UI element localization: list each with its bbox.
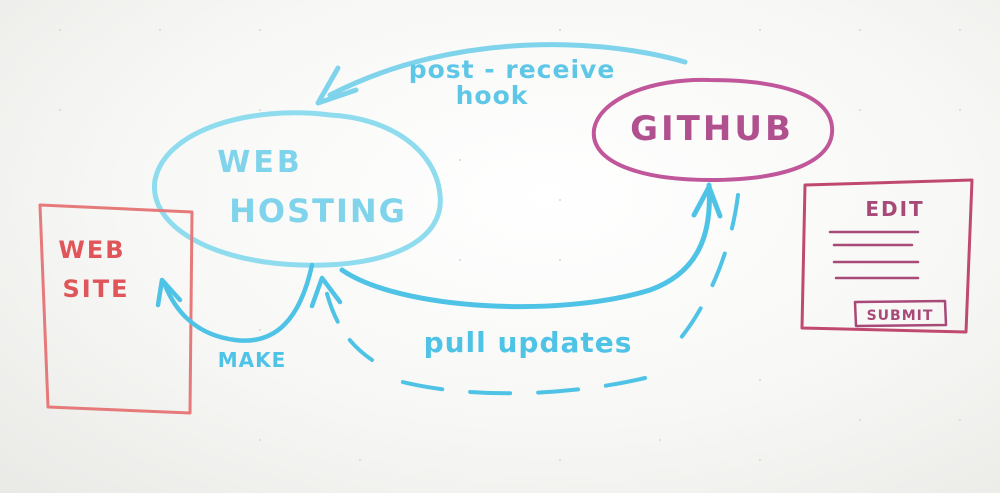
github-node: GITHUB [591,77,835,182]
edit-form-node: EDIT SUBMIT [800,178,974,334]
push-arrowhead [691,184,723,219]
post-receive-hook-edge: post - receive hook [315,42,688,110]
web-site-node: WEB SITE [38,203,194,415]
make-arrowhead [155,277,183,308]
make-edge: MAKE [155,262,315,372]
pull-updates-label: pull updates [424,326,633,359]
push-arrow-line [339,182,712,310]
submit-button-label: SUBMIT [867,308,934,324]
web-hosting-node: WEB HOSTING [152,110,443,268]
web-site-label-line1: WEB [58,236,125,264]
post-receive-arrow-line [327,42,688,98]
submit-button-sketch [853,299,948,328]
pull-updates-edge: pull updates [309,193,740,396]
make-arrow-line [162,262,315,343]
github-ellipse [591,77,835,182]
post-receive-label-line1: post - receive [409,55,616,84]
github-label: GITHUB [630,109,794,149]
pull-updates-right-dash [668,193,740,352]
post-receive-label-line2: hook [456,81,529,110]
edit-form-outline [800,178,974,334]
post-receive-arrowhead [315,65,359,106]
web-site-label-line2: SITE [63,275,130,303]
pull-updates-arrowhead [309,275,343,309]
web-site-page-outline [38,203,194,415]
web-hosting-ellipse [152,110,443,268]
make-label: MAKE [218,348,287,372]
dot-grid [59,29,961,461]
edit-form-title: EDIT [865,197,924,221]
web-hosting-label-line1: WEB [217,145,302,180]
push-edge [339,182,723,310]
web-hosting-label-line2: HOSTING [229,192,407,230]
pull-updates-bottom-dash [393,376,647,396]
pull-updates-left-dash [324,288,374,362]
